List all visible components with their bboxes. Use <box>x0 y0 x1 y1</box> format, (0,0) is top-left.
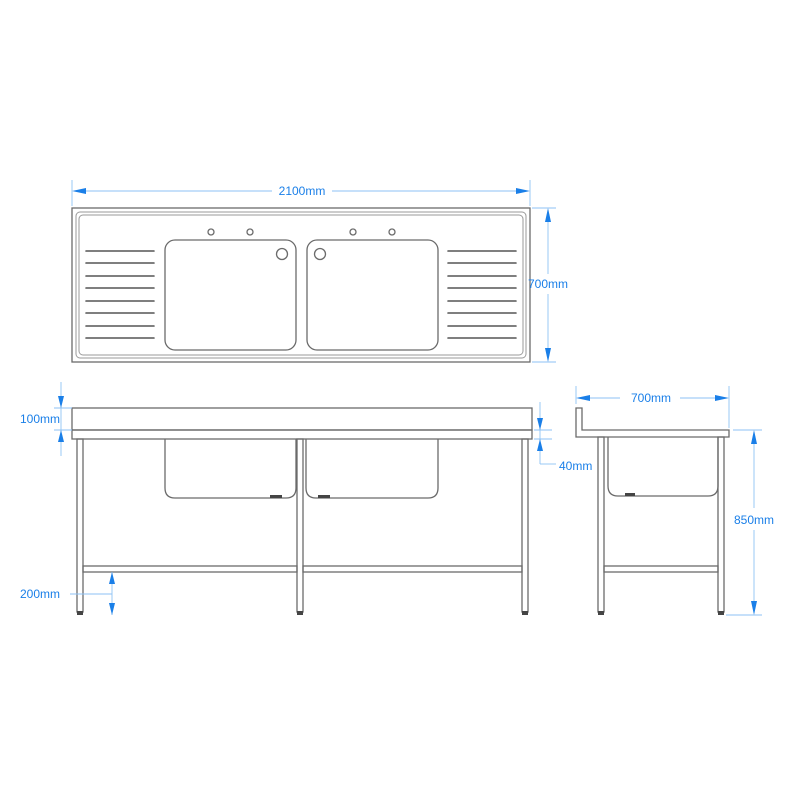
undershelf-right <box>302 565 523 573</box>
svg-text:100mm: 100mm <box>20 412 60 426</box>
right-drainboard-grooves <box>447 250 517 339</box>
svg-text:850mm: 850mm <box>734 513 774 527</box>
tap-hole-icon <box>349 228 357 236</box>
dimension-overall-length: 2100mm <box>71 180 531 206</box>
dimension-backsplash-height: 100mm <box>20 382 72 456</box>
dimension-worktop-thickness: 40mm <box>534 402 592 473</box>
svg-text:700mm: 700mm <box>631 391 671 405</box>
side-bowl <box>607 437 719 497</box>
dimension-undershelf-height: 200mm <box>20 572 115 615</box>
backsplash <box>71 407 533 431</box>
drain-hole-icon <box>313 247 327 261</box>
svg-text:200mm: 200mm <box>20 587 60 601</box>
left-bowl-front <box>164 439 297 499</box>
top-view: 2100mm 700mm <box>71 180 568 363</box>
left-bowl <box>164 239 297 351</box>
side-undershelf <box>603 565 719 573</box>
dimension-working-height: 850mm <box>726 429 774 616</box>
side-leg-back <box>717 436 725 613</box>
dimension-side-depth: 700mm <box>575 386 730 428</box>
left-drainboard-grooves <box>85 250 155 339</box>
drain-hole-icon <box>275 247 289 261</box>
tap-hole-icon <box>207 228 215 236</box>
right-bowl-front <box>305 439 439 499</box>
leg-right <box>521 438 529 613</box>
side-worktop <box>575 407 730 438</box>
side-view: 700mm 850mm <box>575 386 774 616</box>
right-bowl <box>306 239 439 351</box>
svg-text:700mm: 700mm <box>528 277 568 291</box>
tap-hole-icon <box>388 228 396 236</box>
undershelf-left <box>82 565 298 573</box>
dimension-top-depth: 700mm <box>528 207 568 363</box>
worktop-edge <box>71 429 533 440</box>
leg-middle <box>296 438 304 613</box>
svg-text:40mm: 40mm <box>559 459 592 473</box>
side-leg-front <box>597 436 605 613</box>
leg-left <box>76 438 84 613</box>
top-view-outline <box>71 207 531 363</box>
tap-hole-icon <box>246 228 254 236</box>
front-view: 100mm 40mm 200mm <box>20 382 592 615</box>
svg-text:2100mm: 2100mm <box>279 184 326 198</box>
